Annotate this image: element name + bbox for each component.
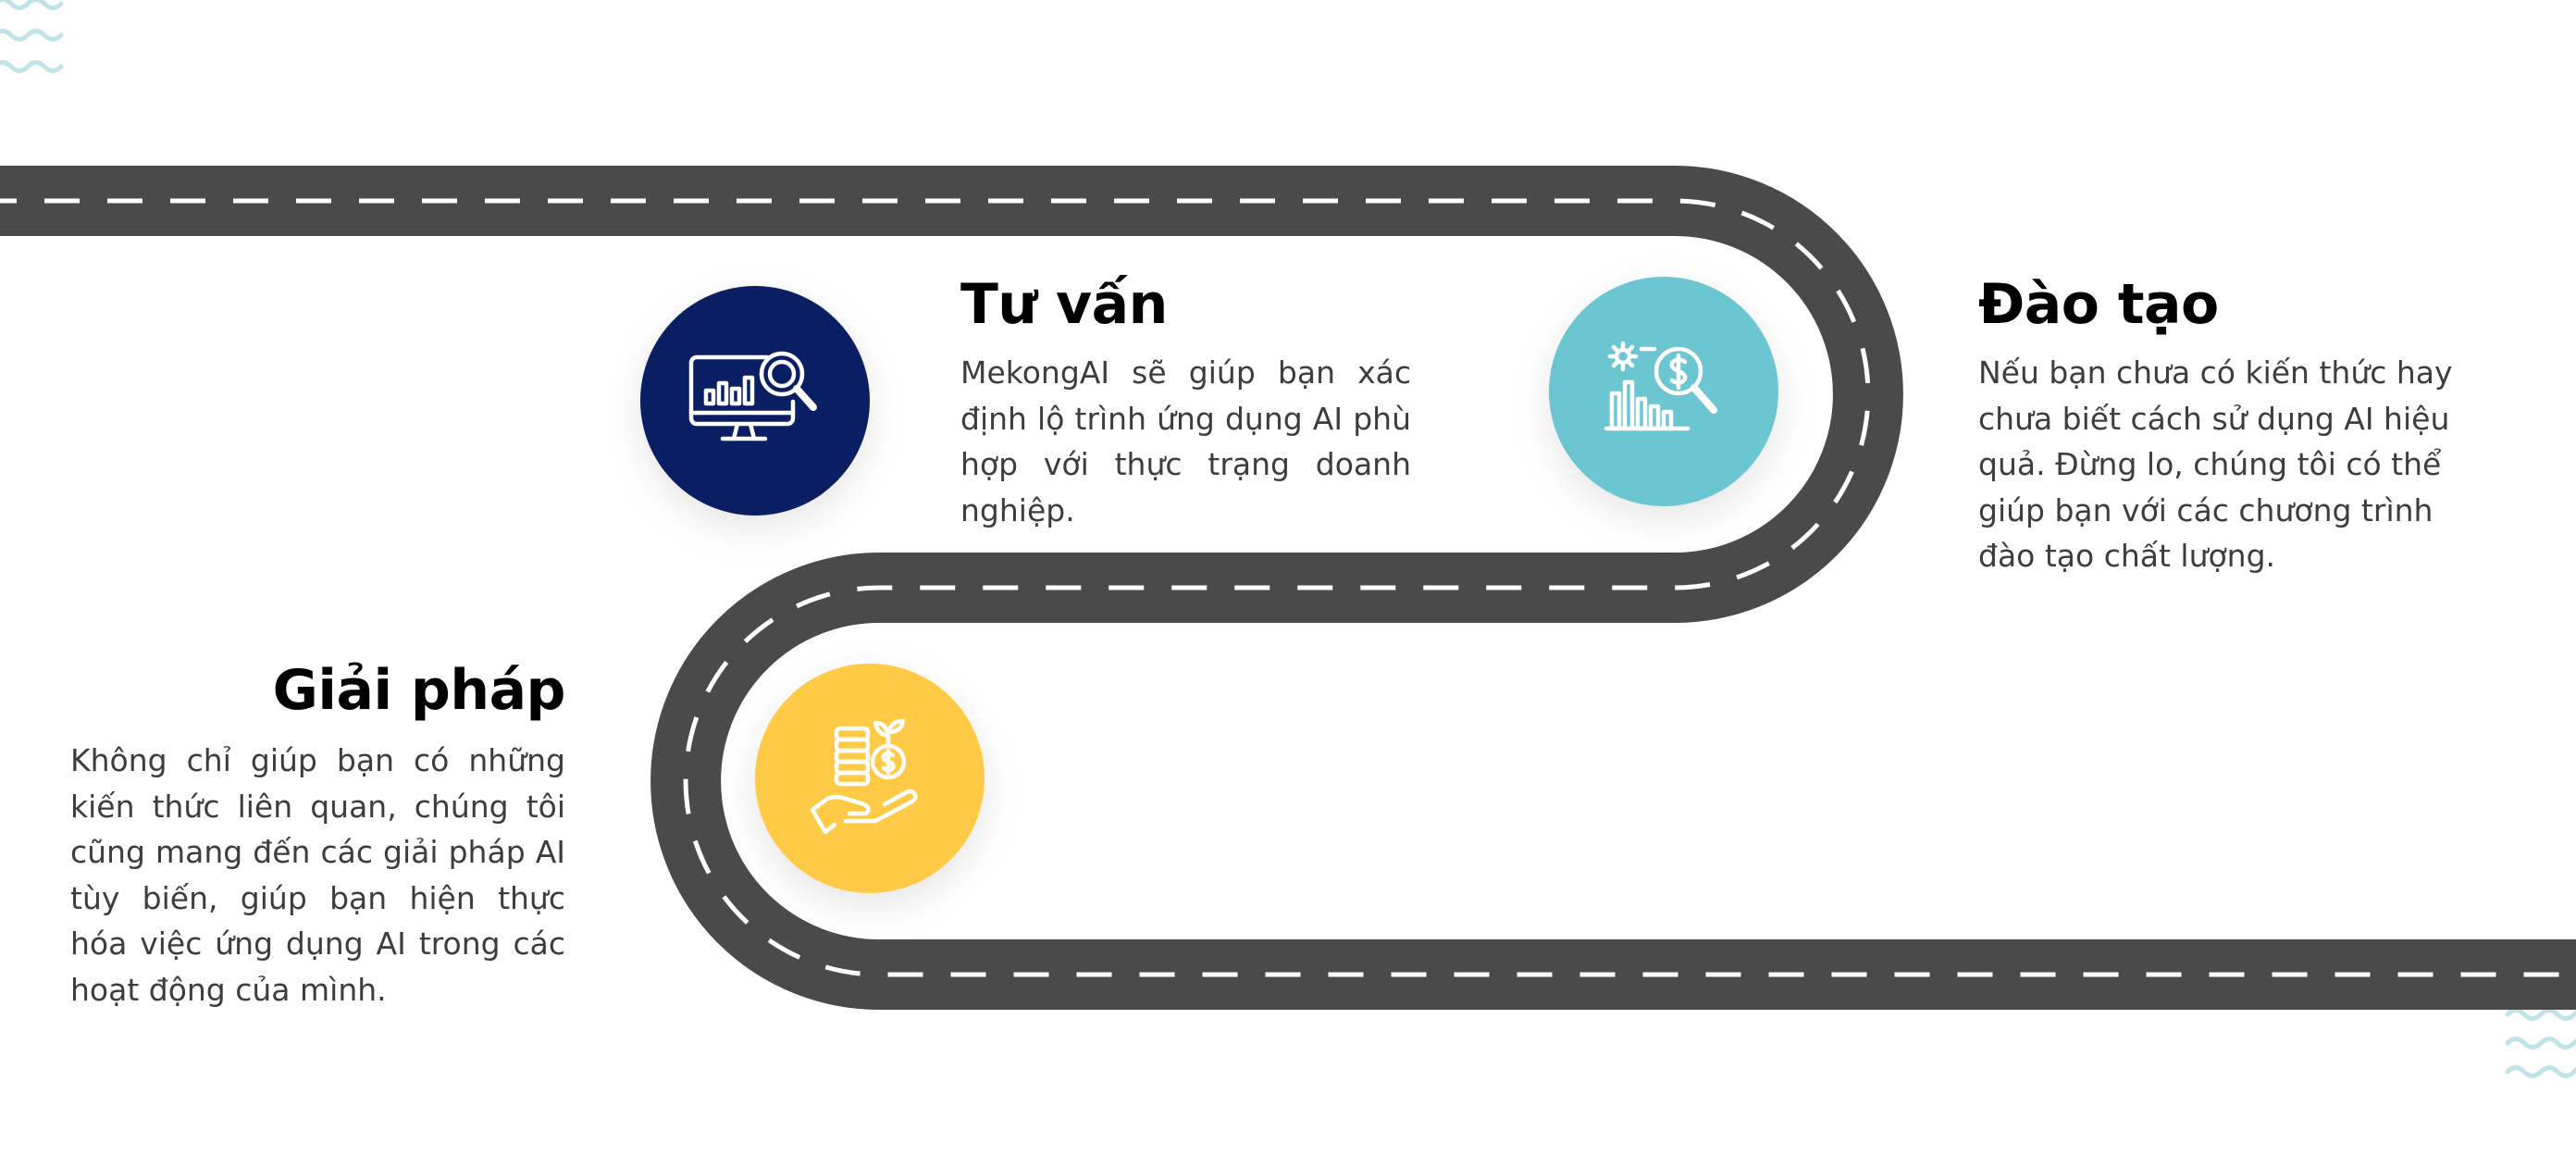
step-description-consulting: MekongAI sẽ giúp bạn xác định lộ trình ứ… [960,354,1411,528]
consulting-badge [640,286,870,516]
hand-coins-plant-icon [810,718,918,835]
wave-decoration-top-left [0,0,64,73]
training-badge [1549,277,1778,506]
bar-chart-dollar-magnifier-icon [1604,341,1717,431]
step-title-consulting: Tư vấn [960,272,1168,337]
step-title-solution: Giải pháp [272,658,566,723]
solution-badge [755,664,985,893]
step-description-training: Nếu bạn chưa có kiến thức hay chưa biết … [1978,354,2453,574]
step-description-solution: Không chỉ giúp bạn có những kiến thức li… [70,742,565,1008]
monitor-chart-magnifier-icon [688,351,817,441]
step-title-training: Đào tạo [1978,272,2219,337]
road-asphalt [0,166,2576,1010]
